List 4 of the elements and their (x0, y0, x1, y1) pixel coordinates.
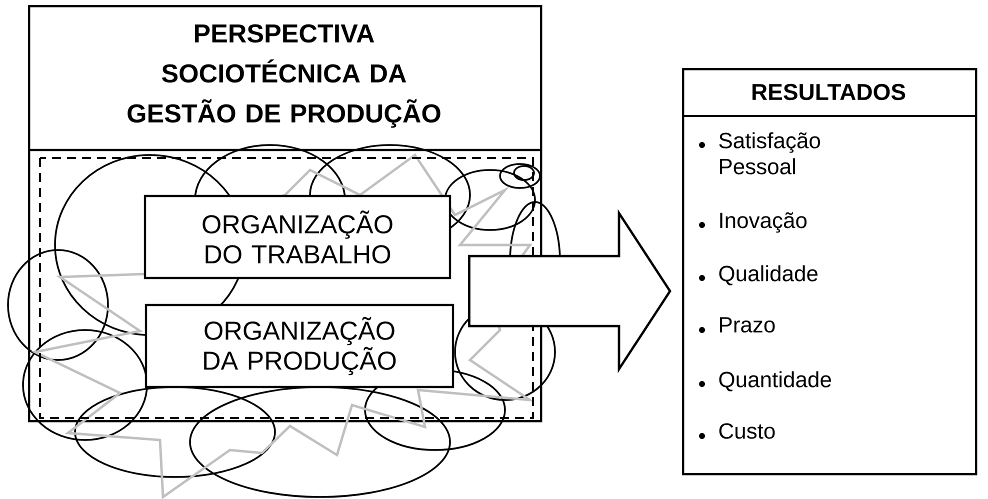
process-box: ORGANIZAÇÃO DA PRODUÇÃO (144, 304, 454, 388)
block-arrow (468, 209, 672, 374)
process-box: ORGANIZAÇÃO DO TRABALHO (144, 194, 452, 280)
list-box: RESULTADOS Satisfação Pessoal Inovação Qualidade Prazo Quantidade Custo (682, 68, 978, 476)
